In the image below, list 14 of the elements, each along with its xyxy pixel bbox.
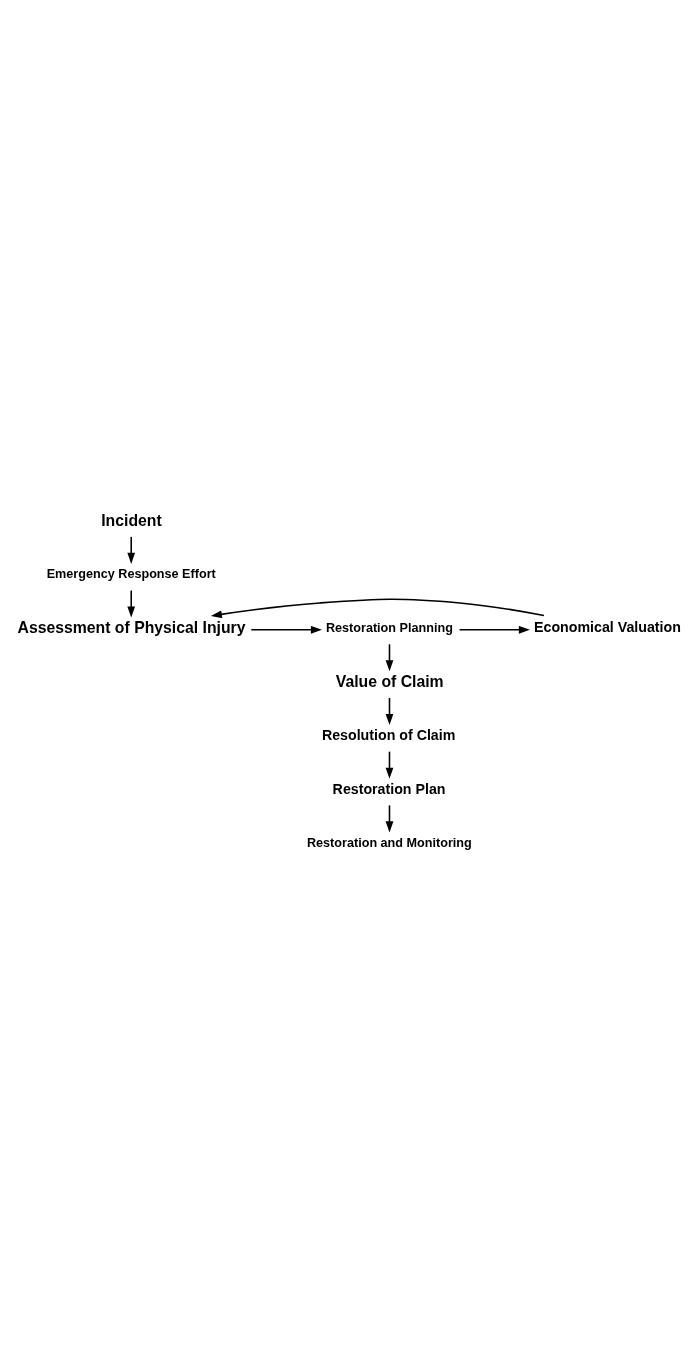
arrow bbox=[210, 597, 545, 618]
node-text: Emergency Response Effort bbox=[46, 566, 216, 581]
node-text: Restoration and Monitoring bbox=[306, 835, 472, 850]
arrow bbox=[127, 589, 136, 618]
node-text: Restoration Plan bbox=[332, 780, 446, 797]
node-text: Value of Claim bbox=[335, 672, 444, 690]
node-text: Resolution of Claim bbox=[321, 726, 456, 743]
node-text: Restoration Planning bbox=[325, 620, 453, 635]
arrow bbox=[458, 625, 530, 634]
arrow bbox=[127, 535, 136, 564]
node-text: Economical Valuation bbox=[534, 618, 681, 635]
node-text: Incident bbox=[101, 511, 162, 529]
arrow bbox=[250, 625, 322, 634]
node-text: Assessment of Physical Injury bbox=[17, 618, 246, 636]
